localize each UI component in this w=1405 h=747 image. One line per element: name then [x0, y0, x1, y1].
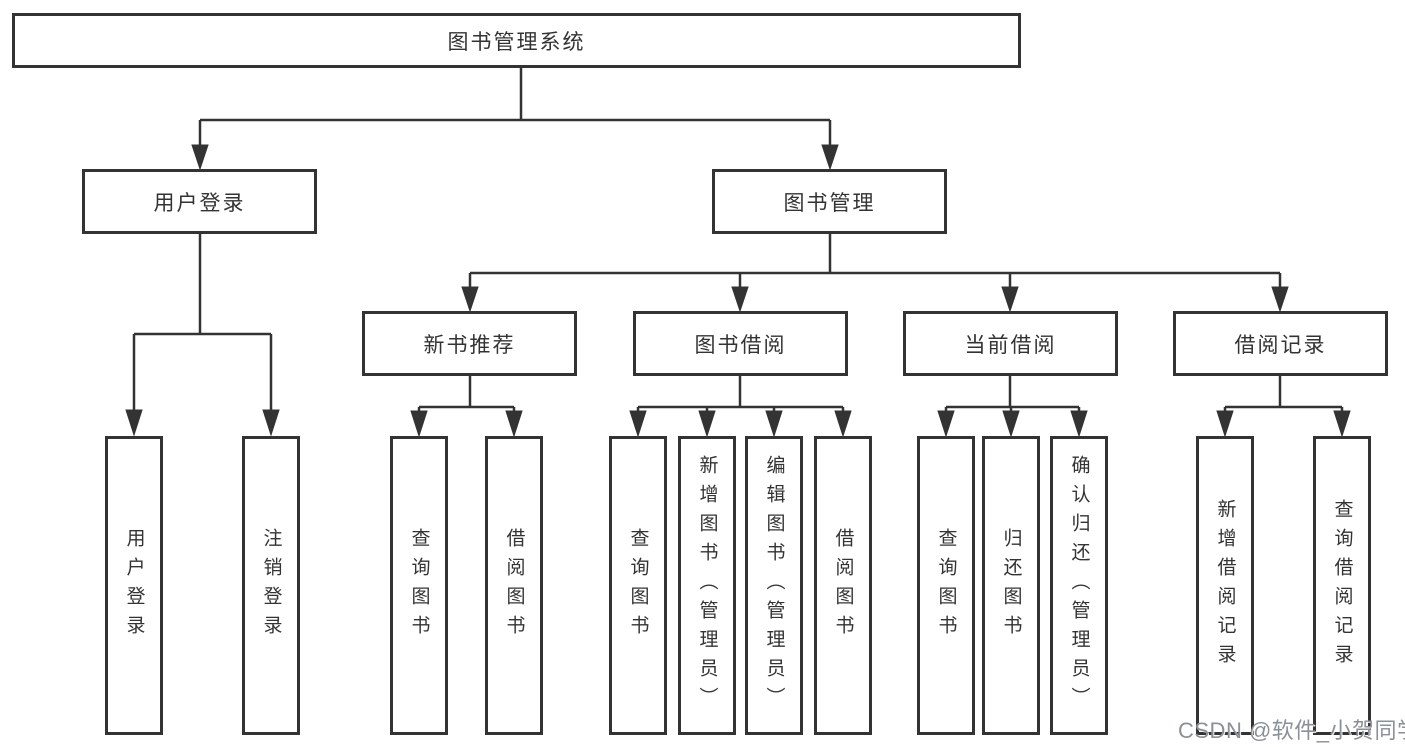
node-label: 用户登录 [123, 527, 145, 644]
leaf-bb-query-books: 查询图书 [609, 436, 667, 735]
node-current-borrowing: 当前借阅 [903, 311, 1118, 376]
leaf-br-query-record: 查询借阅记录 [1313, 436, 1371, 735]
node-label: 查询图书 [627, 527, 649, 644]
node-borrowing-records: 借阅记录 [1173, 311, 1388, 376]
node-root-library-system: 图书管理系统 [12, 13, 1021, 68]
node-label: 图书借阅 [694, 333, 787, 357]
node-book-management: 图书管理 [712, 169, 947, 234]
node-label: 查询图书 [935, 527, 957, 644]
node-label: 新书推荐 [423, 333, 516, 357]
node-book-borrowing: 图书借阅 [633, 311, 848, 376]
connector-book-management-to-level3 [461, 234, 1289, 313]
connector-borrow-records-to-leaves [1216, 376, 1351, 438]
leaf-cb-return-books: 归还图书 [982, 436, 1040, 735]
leaf-bb-edit-books-admin: 编辑图书（管理员） [745, 436, 803, 735]
leaf-nbr-borrow-books: 借阅图书 [485, 436, 543, 735]
leaf-bb-borrow-books: 借阅图书 [814, 436, 872, 735]
node-label: 借阅图书 [503, 527, 525, 644]
node-label: 归还图书 [1000, 527, 1022, 644]
node-label: 新增借阅记录 [1214, 498, 1236, 673]
connector-user-login-to-leaves [125, 234, 280, 437]
leaf-cb-confirm-return-admin: 确认归还（管理员） [1050, 436, 1108, 735]
connector-new-book-rec-to-leaves [410, 376, 523, 438]
node-label: 编辑图书（管理员） [763, 455, 785, 716]
connector-current-borrow-to-leaves [937, 376, 1088, 438]
node-label: 借阅记录 [1234, 333, 1327, 357]
node-label: 图书管理系统 [447, 30, 586, 54]
node-label: 图书管理 [783, 191, 876, 215]
leaf-bb-add-books-admin: 新增图书（管理员） [678, 436, 736, 735]
leaf-cb-query-books: 查询图书 [917, 436, 975, 735]
node-user-login: 用户登录 [82, 169, 317, 234]
csdn-watermark: CSDN @软件_小贺同学 [1178, 718, 1405, 743]
leaf-nbr-query-books: 查询图书 [390, 436, 448, 735]
node-label: 新增图书（管理员） [696, 455, 718, 716]
node-label: 查询借阅记录 [1331, 498, 1353, 673]
node-label: 当前借阅 [964, 333, 1057, 357]
node-label: 查询图书 [408, 527, 430, 644]
connector-book-borrow-to-leaves [629, 376, 852, 438]
connector-root-to-level2 [191, 67, 839, 171]
node-new-book-recommendation: 新书推荐 [362, 311, 577, 376]
leaf-user-login: 用户登录 [105, 436, 163, 735]
node-label: 借阅图书 [832, 527, 854, 644]
leaf-logout: 注销登录 [242, 436, 300, 735]
leaf-br-add-record: 新增借阅记录 [1196, 436, 1254, 735]
node-label: 用户登录 [153, 191, 246, 215]
node-label: 确认归还（管理员） [1068, 455, 1090, 716]
node-label: 注销登录 [260, 527, 282, 644]
